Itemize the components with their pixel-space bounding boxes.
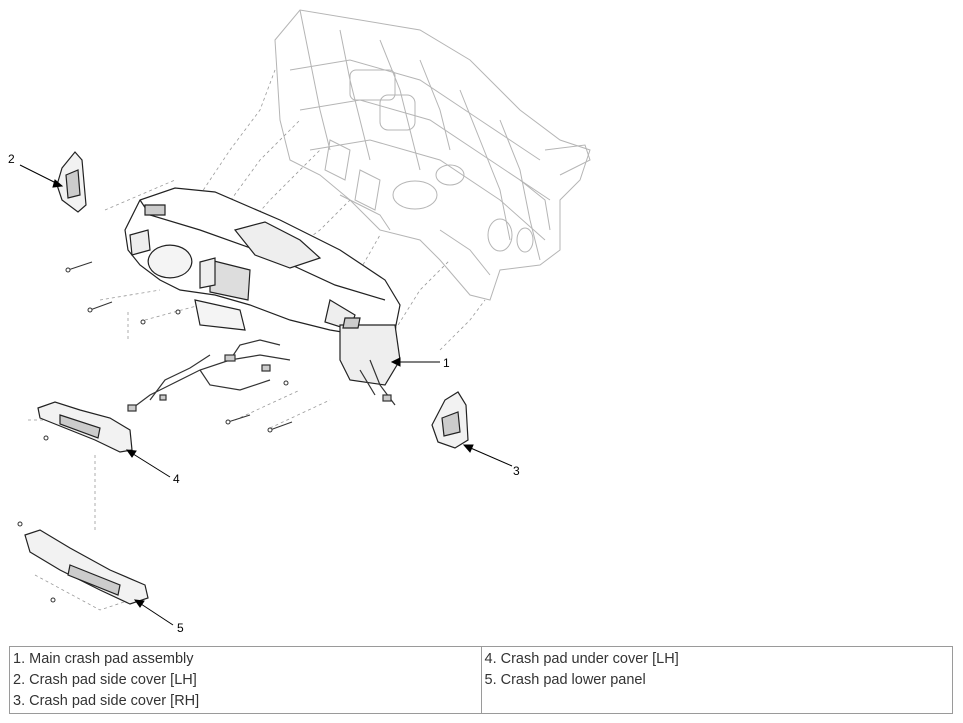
- legend-item: 3. Crash pad side cover [RH]: [13, 693, 200, 709]
- callout-leaders: [19, 164, 513, 626]
- crash-pad-lower-panel: [24, 529, 149, 605]
- main-crash-pad-assembly: [124, 187, 401, 386]
- crash-pad-side-cover-lh: [56, 151, 87, 213]
- crash-pad-side-cover-rh: [431, 391, 469, 449]
- legend-item: 1. Main crash pad assembly: [13, 651, 194, 667]
- legend-column-left: 1. Main crash pad assembly 2. Crash pad …: [10, 647, 481, 713]
- callout-5: 5: [177, 621, 184, 635]
- legend-item: 4. Crash pad under cover [LH]: [484, 651, 679, 667]
- legend-item: 5. Crash pad lower panel: [484, 672, 646, 688]
- crash-pad-under-cover-lh: [37, 401, 133, 453]
- wiring-harness: [127, 339, 396, 412]
- parts-legend-table: 1. Main crash pad assembly 2. Crash pad …: [9, 646, 953, 714]
- callout-2: 2: [8, 152, 15, 166]
- vehicle-body-frame: [274, 9, 591, 301]
- callout-1: 1: [443, 356, 450, 370]
- legend-column-right: 4. Crash pad under cover [LH] 5. Crash p…: [480, 647, 953, 713]
- legend-item: 2. Crash pad side cover [LH]: [13, 672, 197, 688]
- exploded-view-diagram: 2 1 3 4 5: [8, 9, 591, 635]
- callout-3: 3: [513, 464, 520, 478]
- alignment-guide-lines: [28, 69, 486, 611]
- callout-4: 4: [173, 472, 180, 486]
- fastener-bolts: [17, 261, 293, 603]
